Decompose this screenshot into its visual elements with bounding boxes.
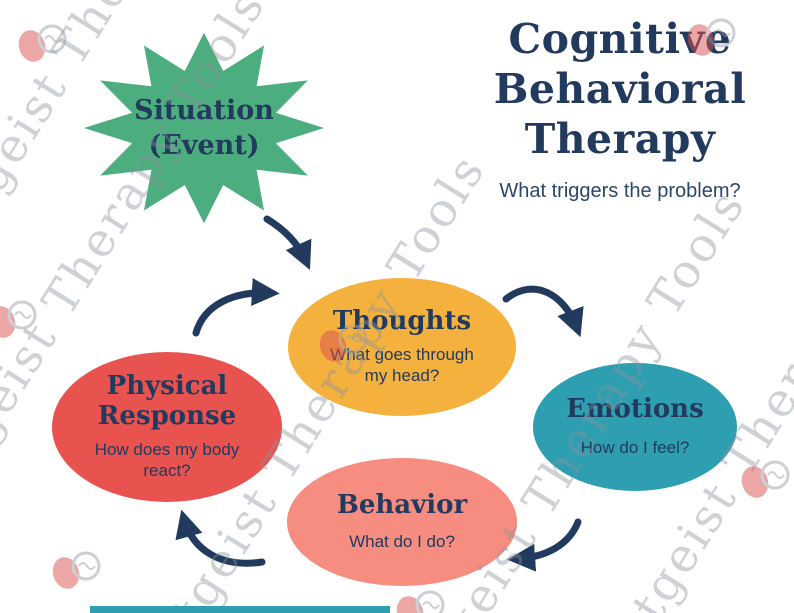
situation-label: Situation (Event) bbox=[72, 28, 336, 228]
arrow-physical-to-thoughts bbox=[192, 278, 280, 337]
starburst-shape bbox=[84, 32, 324, 224]
node-emotions: Emotions How do I feel? bbox=[533, 363, 737, 491]
situation-starburst: Situation (Event) bbox=[72, 28, 336, 228]
watermark-logo-icon bbox=[396, 590, 445, 613]
arrow-emotions-to-behavior bbox=[507, 518, 582, 572]
node-physical: Physical Response How does my body react… bbox=[52, 352, 282, 502]
node-behavior: Behavior What do I do? bbox=[287, 458, 517, 586]
header: Cognitive Behavioral Therapy What trigge… bbox=[455, 14, 785, 203]
node-thoughts-question: What goes through my head? bbox=[330, 345, 474, 386]
node-thoughts-title: Thoughts bbox=[332, 306, 472, 337]
page-title-line3: Therapy bbox=[524, 115, 716, 164]
arrow-thoughts-to-emotions bbox=[502, 285, 584, 338]
page-title-line1: Cognitive bbox=[508, 15, 732, 63]
watermark-logo-icon bbox=[18, 24, 67, 62]
node-physical-title: Physical Response bbox=[97, 371, 237, 432]
page-subtitle: What triggers the problem? bbox=[499, 180, 741, 203]
watermark-logo-icon bbox=[52, 551, 101, 589]
node-behavior-question: What do I do? bbox=[349, 532, 455, 552]
node-physical-question: How does my body react? bbox=[94, 440, 240, 481]
arrow-behavior-to-physical bbox=[175, 509, 266, 567]
page-title-line2: Behavioral bbox=[493, 65, 747, 114]
starburst-shape-svg bbox=[84, 32, 324, 224]
node-behavior-title: Behavior bbox=[336, 490, 468, 521]
node-emotions-question: How do I feel? bbox=[580, 438, 690, 458]
bottom-accent-bar bbox=[90, 606, 390, 613]
node-thoughts: Thoughts What goes through my head? bbox=[288, 278, 516, 416]
watermark-logo-icon bbox=[741, 460, 790, 498]
watermark-logo-icon bbox=[0, 300, 37, 338]
node-emotions-title: Emotions bbox=[566, 394, 704, 425]
situation-label-line1: Situation bbox=[134, 94, 274, 126]
situation-label-line2: (Event) bbox=[148, 130, 260, 161]
